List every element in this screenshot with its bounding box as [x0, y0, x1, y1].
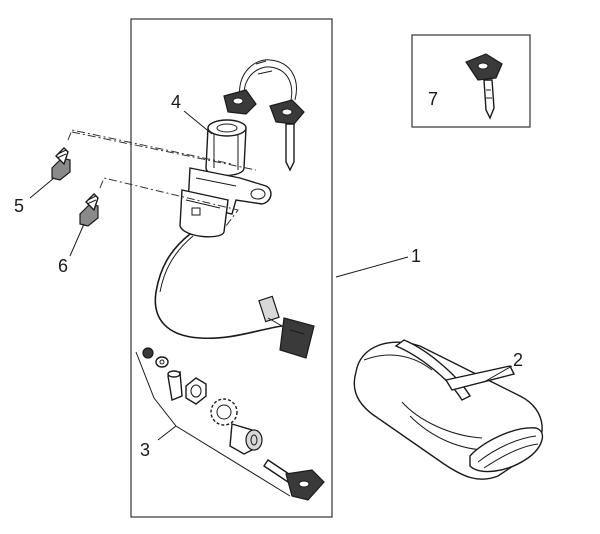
spare-key [465, 53, 503, 120]
leader-5 [29, 177, 55, 199]
callout-5: 5 [14, 196, 24, 216]
callout-3: 3 [140, 440, 150, 460]
spare-key-frame [411, 34, 531, 128]
leader-1 [335, 256, 409, 278]
callout-7: 7 [428, 89, 438, 109]
wire-harness [154, 233, 283, 340]
ignition-kit-frame [130, 18, 333, 518]
screw-6 [79, 193, 99, 227]
leader-4 [183, 110, 213, 135]
ignition-switch-assembly [179, 59, 305, 238]
leader-6 [69, 223, 85, 257]
callout-2: 2 [513, 350, 523, 370]
callout-1: 1 [411, 246, 421, 266]
key-head-right [269, 99, 305, 125]
leader-3 [157, 425, 177, 441]
wire-connector [258, 295, 315, 359]
leader-2 [483, 365, 513, 383]
screw-5 [51, 147, 71, 181]
key-head-left [223, 89, 257, 115]
callout-4: 4 [171, 92, 181, 112]
callout-6: 6 [58, 256, 68, 276]
lock-cylinder-set [142, 347, 325, 501]
tool-pouch [353, 339, 544, 480]
